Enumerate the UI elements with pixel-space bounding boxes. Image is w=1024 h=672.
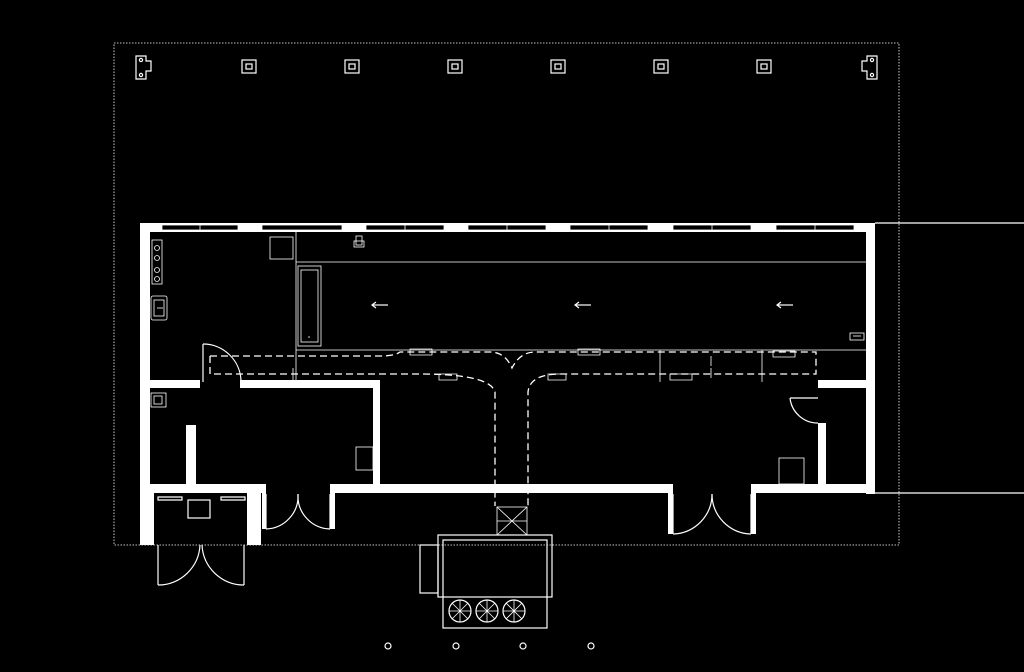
door-swing-icon <box>202 343 242 383</box>
door-swing-icon <box>789 397 819 424</box>
duct-icon <box>209 348 817 536</box>
doors <box>157 343 819 586</box>
bollard <box>384 642 392 650</box>
double-door-icon <box>157 544 245 586</box>
bollard <box>452 642 460 650</box>
column-icon <box>344 59 360 74</box>
appliance <box>269 236 294 260</box>
adjacent-building <box>875 222 1024 494</box>
airflow-arrows <box>371 301 793 309</box>
airflow-arrow-icon <box>371 301 388 309</box>
column-icon <box>861 55 878 80</box>
column-icon <box>550 59 566 74</box>
column-icon <box>241 59 257 74</box>
hvac-unit-icon <box>419 534 553 629</box>
window <box>261 224 343 231</box>
double-door-icon <box>157 496 246 519</box>
cabinet <box>355 446 374 471</box>
canopy-columns <box>135 55 878 80</box>
interior-walls <box>150 232 866 486</box>
canopy-outline <box>113 42 900 546</box>
double-door-icon <box>672 493 752 535</box>
airflow-arrow-icon <box>776 301 793 309</box>
column-icon <box>135 55 152 80</box>
cooktop <box>151 239 163 285</box>
airflow-arrow-icon <box>574 301 591 309</box>
double-door-icon <box>265 493 331 530</box>
column-icon <box>447 59 463 74</box>
bollard <box>519 642 527 650</box>
cabinet <box>778 457 805 485</box>
column-icon <box>653 59 669 74</box>
bollard <box>587 642 595 650</box>
bollards <box>384 642 595 650</box>
kitchen-area <box>150 235 365 347</box>
counter <box>297 265 322 347</box>
sink <box>150 295 168 321</box>
column-icon <box>756 59 772 74</box>
corner-room <box>778 332 865 485</box>
wash-basin <box>150 392 167 408</box>
window-bays <box>161 224 855 231</box>
washroom <box>150 392 374 471</box>
